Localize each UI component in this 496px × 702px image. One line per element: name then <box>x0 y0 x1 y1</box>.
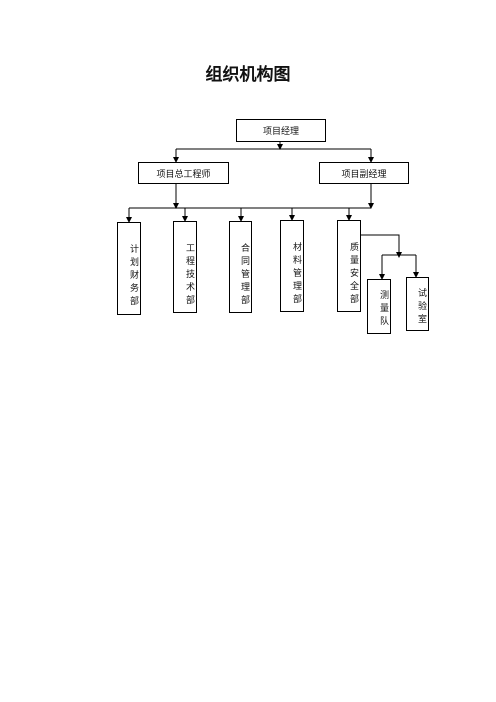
node-lab: 试验室 <box>406 277 429 331</box>
node-dept-materials: 材料管理部 <box>280 220 304 312</box>
chart-title: 组织机构图 <box>205 65 291 85</box>
node-dept-quality-safety: 质量安全部 <box>337 220 361 312</box>
node-survey-team: 测量队 <box>367 279 391 334</box>
node-project-manager: 项目经理 <box>236 119 326 142</box>
node-dept-planning-finance: 计划财务部 <box>117 222 141 315</box>
node-dept-contract: 合同管理部 <box>229 221 252 313</box>
node-deputy-manager: 项目副经理 <box>319 162 409 184</box>
node-chief-engineer: 项目总工程师 <box>138 162 229 184</box>
node-dept-engineering: 工程技术部 <box>173 221 197 313</box>
